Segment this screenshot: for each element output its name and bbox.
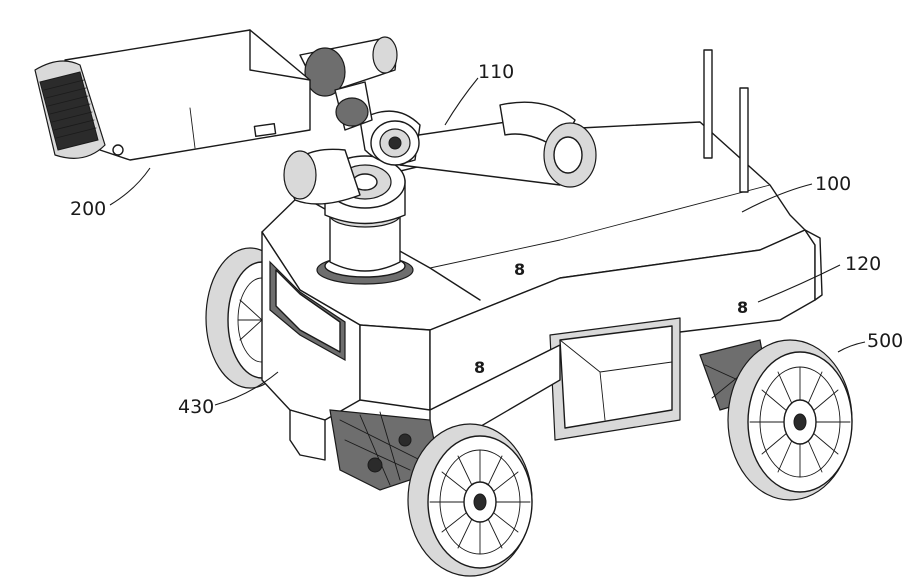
- camera-unit: [35, 30, 310, 160]
- front-right-wheel: [728, 340, 852, 500]
- body-mark-top: 8: [514, 260, 525, 279]
- body-mark-side-right: 8: [737, 298, 748, 317]
- label-body: 100: [815, 173, 851, 195]
- label-arm: 110: [478, 61, 514, 83]
- label-wheel: 500: [867, 330, 903, 352]
- front-left-wheel: [408, 424, 532, 576]
- label-side-panel: 120: [845, 253, 881, 275]
- label-suspension: 430: [178, 396, 214, 418]
- body-mark-side-left: 8: [474, 358, 485, 377]
- label-camera: 200: [70, 198, 106, 220]
